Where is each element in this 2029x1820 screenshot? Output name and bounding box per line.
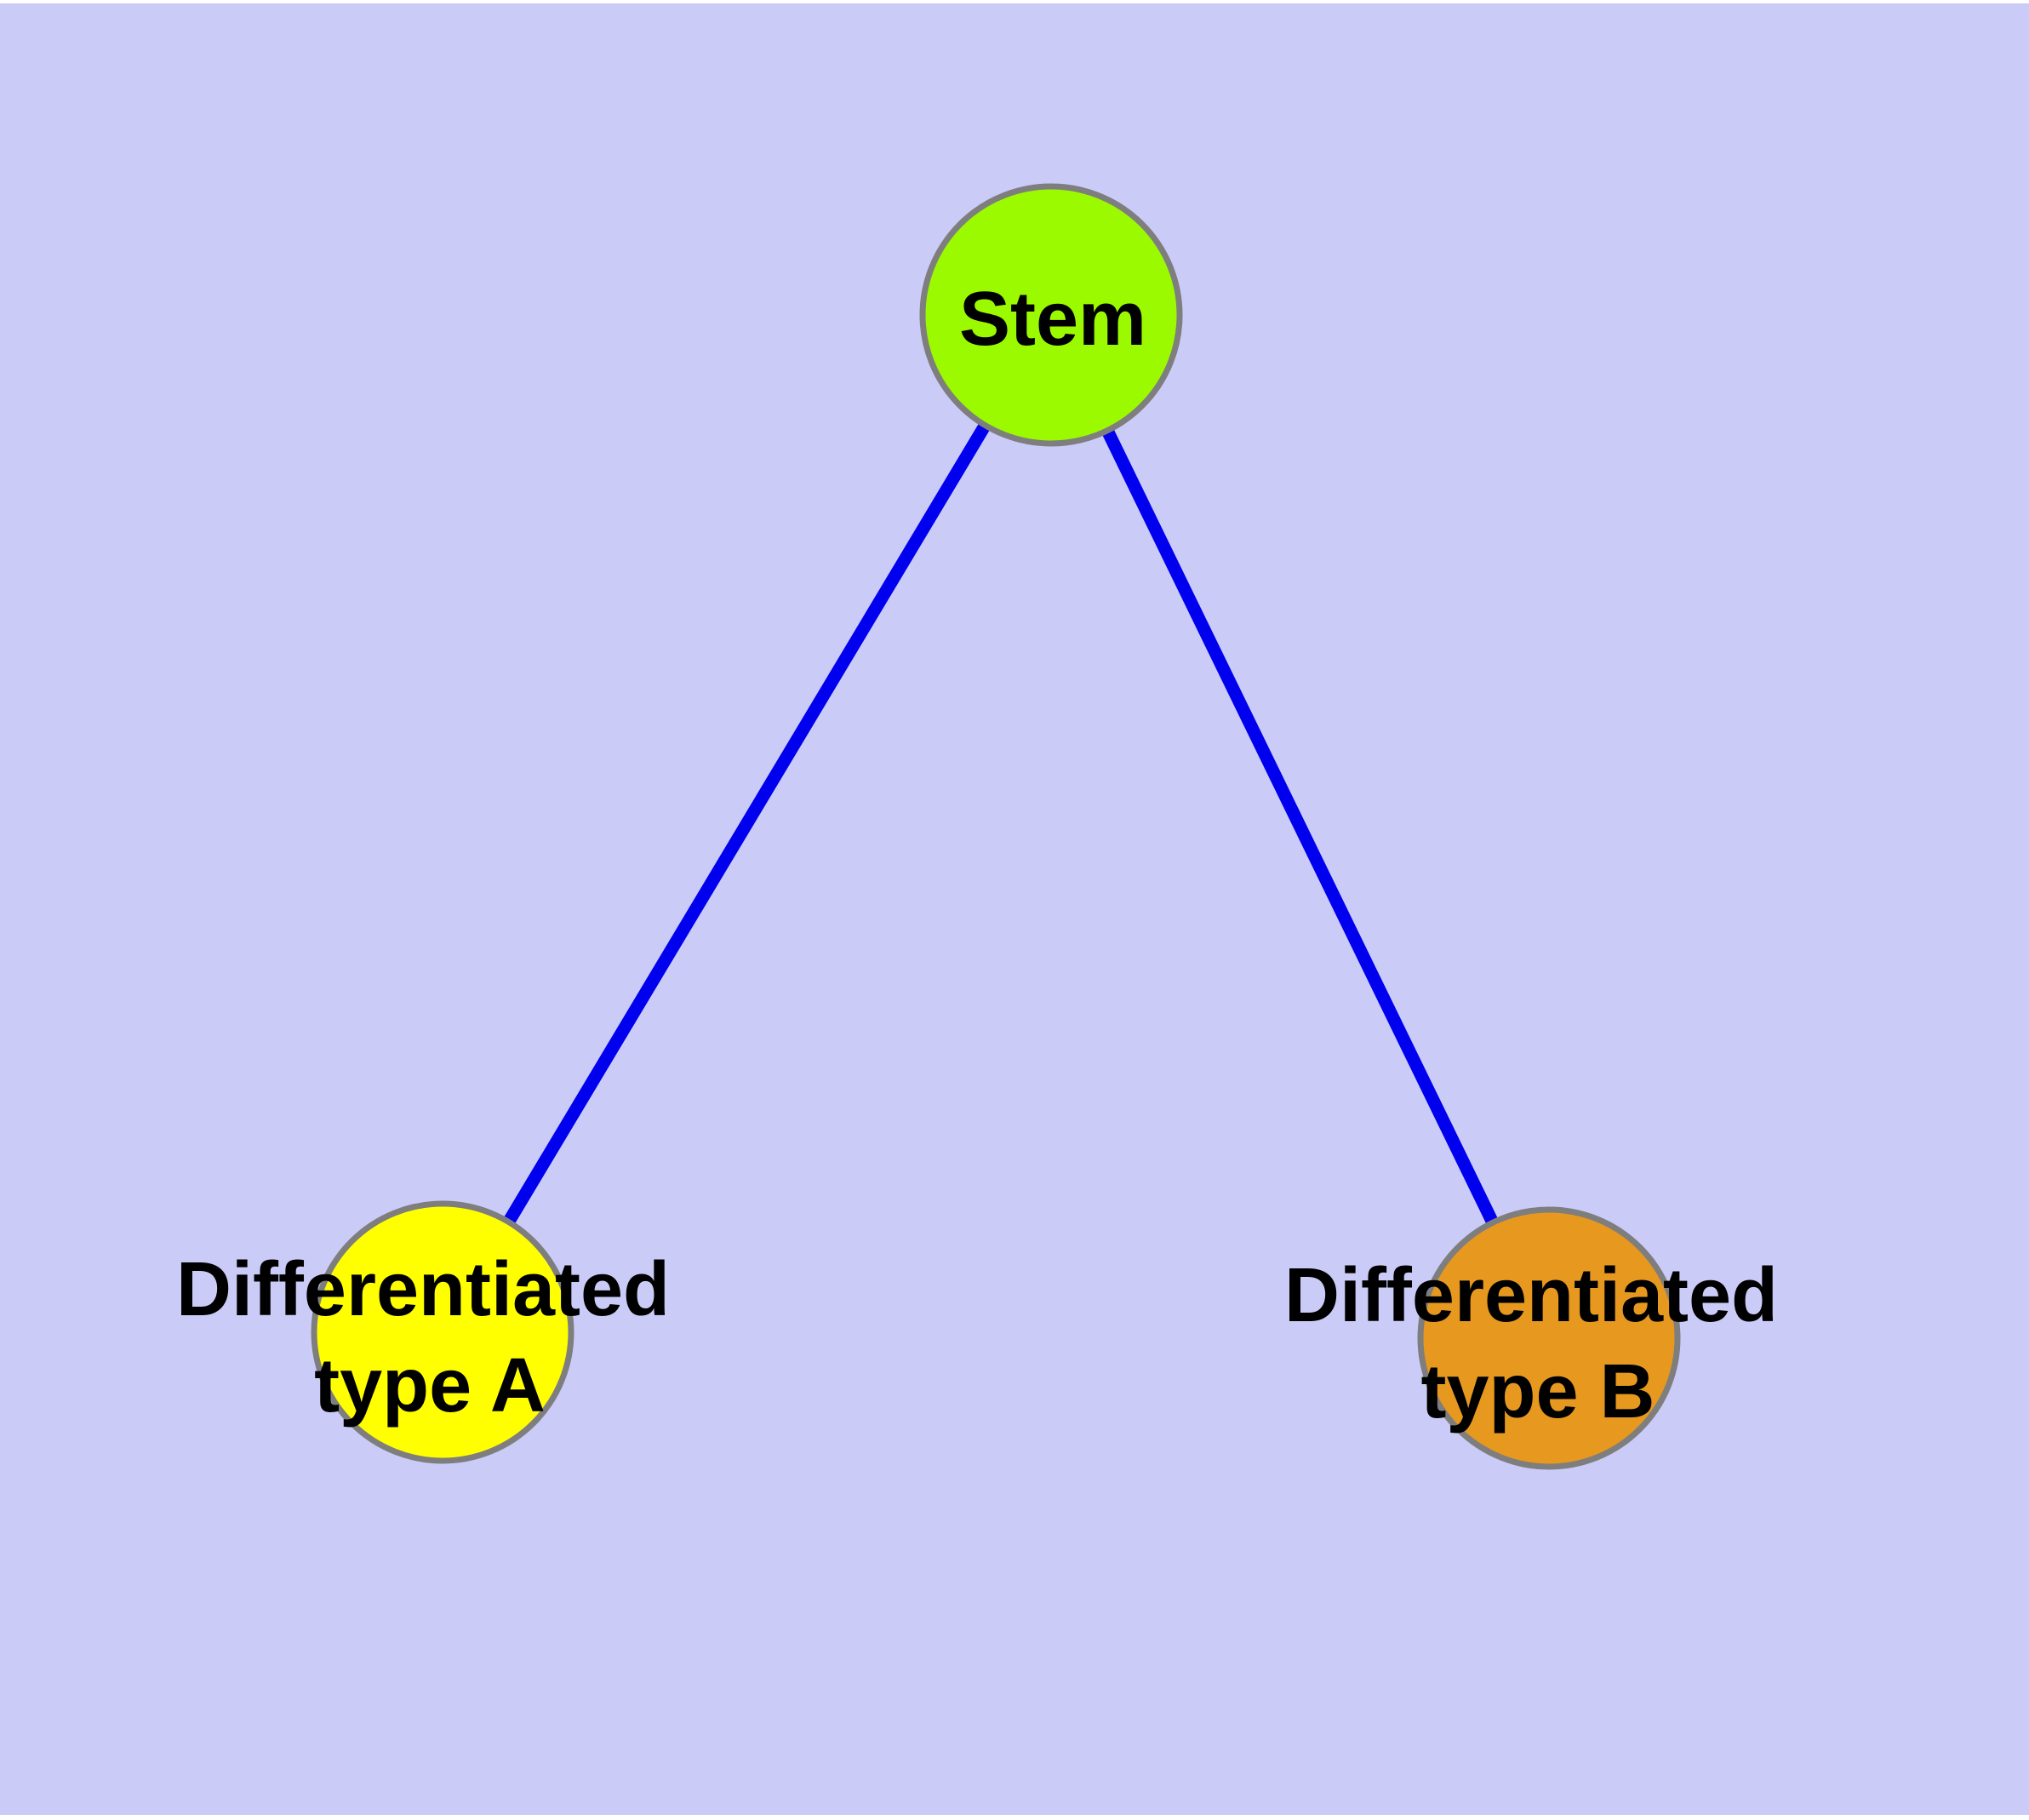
edge-stem-to-type-b (1045, 312, 1555, 1342)
node-type-b-label-line2: type B (1420, 1349, 1655, 1434)
node-type-a-label-line2: type A (314, 1343, 546, 1428)
node-type-b-circle (1417, 1206, 1681, 1470)
node-stem-label: Stem (959, 277, 1146, 362)
node-type-b-label-line1: Differentiated (1284, 1253, 1778, 1338)
node-stem-circle (919, 183, 1183, 447)
node-type-a-label-line1: Differentiated (176, 1247, 670, 1332)
node-type-a-circle (311, 1200, 574, 1464)
edge-stem-to-type-a (437, 312, 1057, 1336)
